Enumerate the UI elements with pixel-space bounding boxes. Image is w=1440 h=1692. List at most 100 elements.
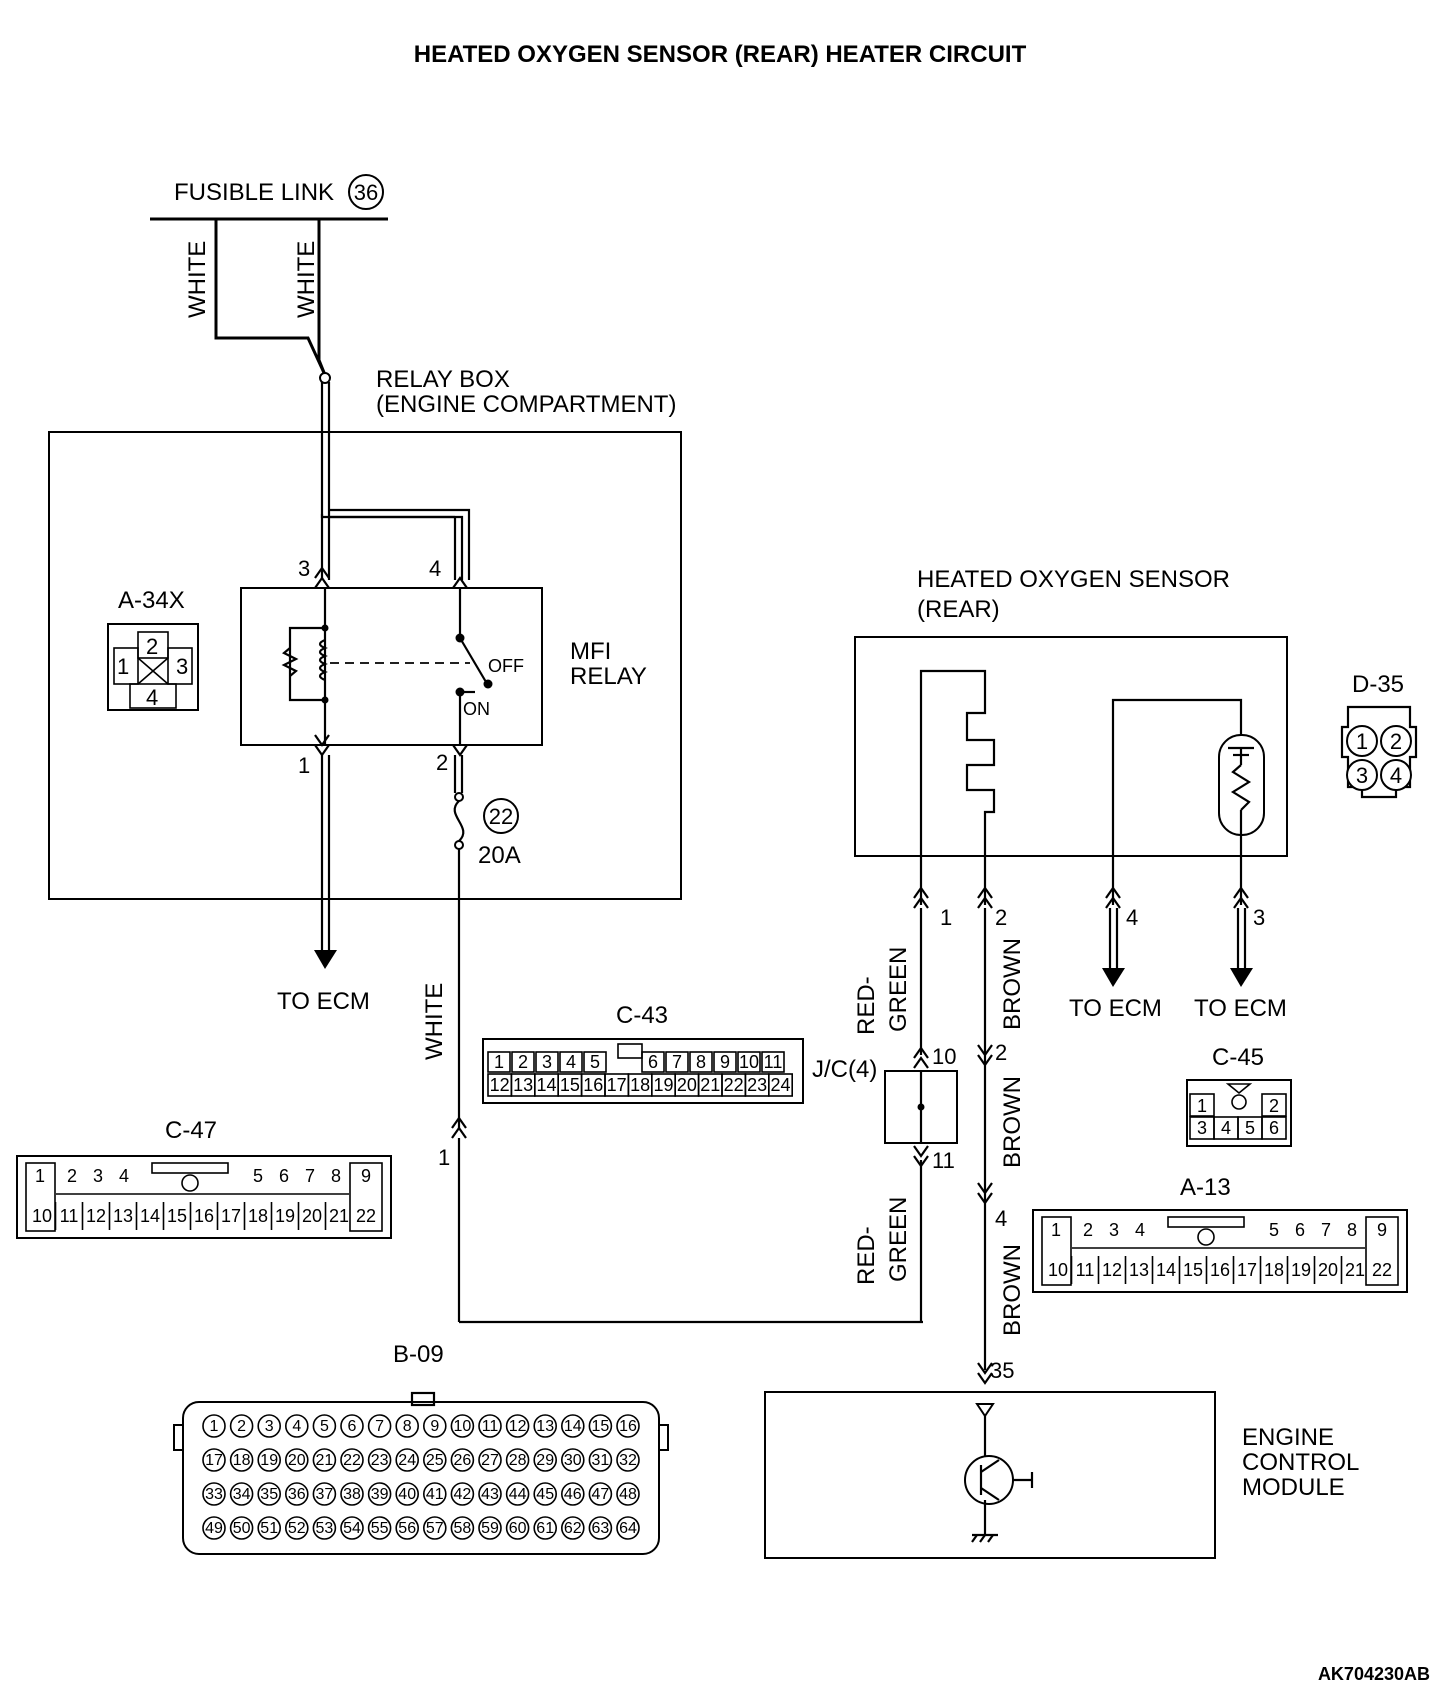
b09-pin-13: 13 (536, 1418, 554, 1435)
b09-pin-1: 1 (210, 1418, 219, 1435)
b09-pin-27: 27 (481, 1452, 499, 1469)
c43-pin-23: 23 (747, 1075, 767, 1095)
diagram-title: HEATED OXYGEN SENSOR (REAR) HEATER CIRCU… (414, 41, 1027, 68)
b09-pin-60: 60 (509, 1520, 527, 1537)
b09-pin-8: 8 (403, 1418, 412, 1435)
c47-pin-16: 16 (194, 1206, 214, 1226)
b09-pin-50: 50 (233, 1520, 251, 1537)
diagram-code: AK704230AB (1318, 1664, 1430, 1684)
c47-pin-17: 17 (221, 1206, 241, 1226)
b09-pin-48: 48 (619, 1486, 637, 1503)
b09-pin-62: 62 (564, 1520, 582, 1537)
b09-pin-56: 56 (398, 1520, 416, 1537)
ecm-label-2: CONTROL (1242, 1449, 1359, 1476)
heated-oxygen-sensor (854, 636, 1288, 905)
white-wire-label-right: WHITE (293, 241, 320, 318)
b09-pin-10: 10 (454, 1418, 472, 1435)
b09-pin-58: 58 (454, 1520, 472, 1537)
b09-pin-26: 26 (454, 1452, 472, 1469)
relay-box-outline (48, 431, 682, 900)
sensor-subtitle: (REAR) (917, 596, 1000, 623)
b09-pin-40: 40 (398, 1486, 416, 1503)
sensor-pin-markers: 1 2 4 3 (913, 886, 1265, 930)
connector-a34x: A-34X 1 2 3 4 (107, 587, 199, 711)
b09-pin-52: 52 (288, 1520, 306, 1537)
ecm-label-3: MODULE (1242, 1474, 1345, 1501)
red-green-label-lower-1: RED- (853, 1226, 880, 1285)
c43-pin-4: 4 (566, 1052, 576, 1072)
b09-pin-43: 43 (481, 1486, 499, 1503)
c45-pin-2: 2 (1269, 1096, 1279, 1116)
connector-b09-name: B-09 (393, 1341, 444, 1368)
relay-box-subtitle: (ENGINE COMPARTMENT) (376, 391, 676, 418)
c47-pin-4: 4 (119, 1166, 129, 1186)
c47-pin-6: 6 (279, 1166, 289, 1186)
mfi-relay-label-1: MFI (570, 638, 611, 665)
b09-pin-37: 37 (316, 1486, 334, 1503)
a13-pin-9: 9 (1377, 1220, 1387, 1240)
fusible-link-number: 36 (354, 180, 378, 205)
c45-pin-3: 3 (1197, 1118, 1207, 1138)
connector-a13-name: A-13 (1180, 1174, 1231, 1201)
a13-pin-21: 21 (1345, 1260, 1365, 1280)
ecm-label-1: ENGINE (1242, 1424, 1334, 1451)
b09-pin-49: 49 (205, 1520, 223, 1537)
d35-pin-4: 4 (1390, 763, 1402, 788)
c43-pin-13: 13 (513, 1075, 533, 1095)
b09-pin-33: 33 (205, 1486, 223, 1503)
c43-pin-14: 14 (536, 1075, 556, 1095)
b09-pin-11: 11 (482, 1418, 499, 1435)
a13-pin-17: 17 (1237, 1260, 1257, 1280)
b09-pin-63: 63 (592, 1520, 610, 1537)
c45-pin-1: 1 (1197, 1096, 1207, 1116)
relay-pin-1: 1 (298, 753, 310, 778)
c47-pin-2: 2 (67, 1166, 77, 1186)
sensor-title: HEATED OXYGEN SENSOR (917, 566, 1230, 593)
b09-pin-22: 22 (343, 1452, 361, 1469)
connector-c43-name: C-43 (616, 1002, 668, 1029)
connector-d35-name: D-35 (1352, 671, 1404, 698)
b09-pin-41: 41 (426, 1486, 444, 1503)
a13-pin-20: 20 (1318, 1260, 1338, 1280)
c47-pin-11: 11 (60, 1206, 79, 1226)
c43-pin-7: 7 (672, 1052, 682, 1072)
fusible-link: FUSIBLE LINK 36 (150, 174, 388, 221)
a13-pin-16: 16 (1210, 1260, 1230, 1280)
sensor-pin-1: 1 (940, 905, 952, 930)
b09-pin-15: 15 (592, 1418, 610, 1435)
b09-pin-20: 20 (288, 1452, 306, 1469)
jc-label: J/C(4) (812, 1056, 877, 1083)
relay-to-fuse-wire: 22 20A WHITE 1 (421, 755, 923, 1324)
b09-pin-38: 38 (343, 1486, 361, 1503)
fuse-rating: 20A (478, 842, 521, 869)
b09-pin-54: 54 (343, 1520, 361, 1537)
b09-pin-39: 39 (371, 1486, 389, 1503)
white-wire-label-left: WHITE (184, 241, 211, 318)
c47-pin-5: 5 (253, 1166, 263, 1186)
b09-pin-31: 31 (592, 1452, 610, 1469)
engine-control-module (764, 1391, 1216, 1559)
b09-pin-44: 44 (509, 1486, 527, 1503)
b09-pin-2: 2 (237, 1418, 246, 1435)
c43-pin-17: 17 (607, 1075, 627, 1095)
c47-pin-18: 18 (248, 1206, 268, 1226)
red-green-label-upper-2: GREEN (885, 947, 912, 1032)
b09-pin-32: 32 (619, 1452, 637, 1469)
c43-pin-16: 16 (583, 1075, 603, 1095)
b09-pin-14: 14 (564, 1418, 582, 1435)
to-ecm-label-3: TO ECM (1194, 995, 1287, 1022)
brown-label-2: BROWN (999, 1076, 1026, 1168)
a34x-pin-1: 1 (117, 654, 129, 679)
c43-pin-12: 12 (490, 1075, 510, 1095)
c43-pin-10: 10 (739, 1052, 759, 1072)
b09-pin-28: 28 (509, 1452, 527, 1469)
c47-pin-10: 10 (32, 1206, 52, 1226)
c43-pin-15: 15 (560, 1075, 580, 1095)
b09-pin-53: 53 (316, 1520, 334, 1537)
a34x-pin-4: 4 (146, 685, 158, 710)
b09-pin-47: 47 (592, 1486, 610, 1503)
